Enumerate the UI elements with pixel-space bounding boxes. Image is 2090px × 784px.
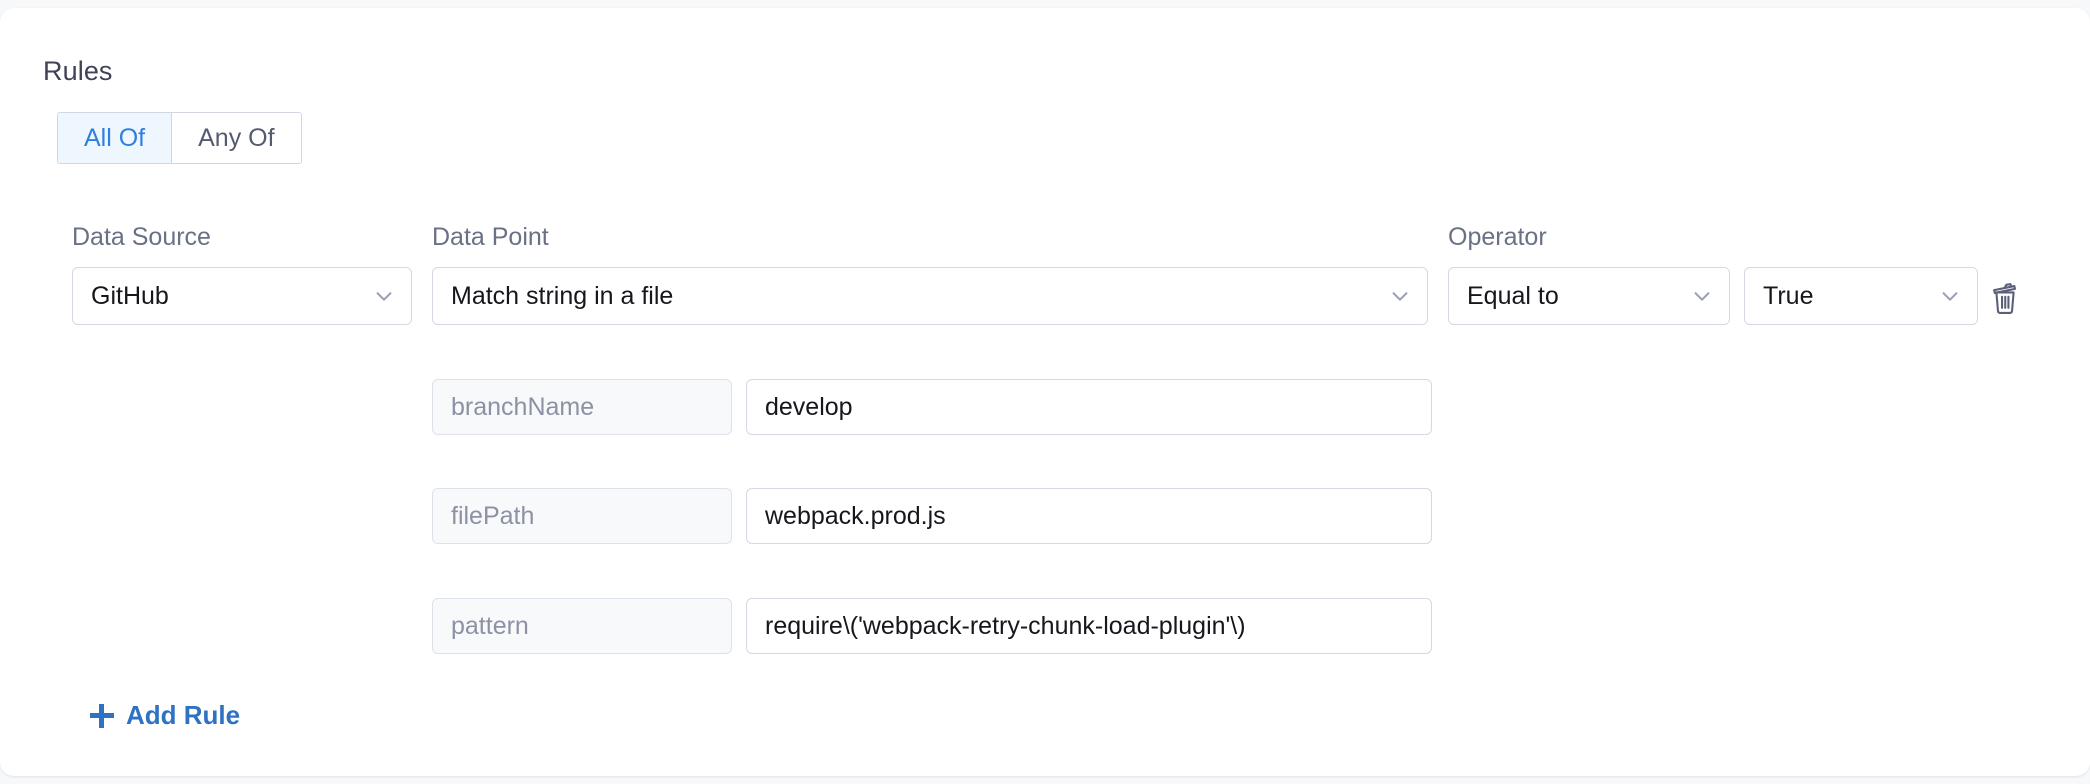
page-title: Rules bbox=[43, 56, 113, 86]
chevron-down-icon bbox=[1691, 285, 1713, 307]
rules-card: Rules All Of Any Of Data Source Data Poi… bbox=[0, 8, 2090, 776]
param-key-1: filePath bbox=[432, 488, 732, 544]
operator-value: Equal to bbox=[1467, 281, 1559, 310]
param-key-2: pattern bbox=[432, 598, 732, 654]
chevron-down-icon bbox=[1939, 285, 1961, 307]
operator-select[interactable]: Equal to bbox=[1448, 267, 1730, 325]
add-rule-label: Add Rule bbox=[126, 700, 241, 730]
param-key-0: branchName bbox=[432, 379, 732, 435]
data-source-column-label: Data Source bbox=[72, 223, 211, 251]
data-source-select[interactable]: GitHub bbox=[72, 267, 412, 325]
segment-all-of[interactable]: All Of bbox=[58, 113, 172, 163]
chevron-down-icon bbox=[373, 285, 395, 307]
segment-any-of[interactable]: Any Of bbox=[171, 113, 301, 163]
param-value-1[interactable]: webpack.prod.js bbox=[746, 488, 1432, 544]
param-value-2[interactable]: require\('webpack-retry-chunk-load-plugi… bbox=[746, 598, 1432, 654]
chevron-down-icon bbox=[1389, 285, 1411, 307]
match-mode-segmented-control[interactable]: All Of Any Of bbox=[57, 112, 302, 164]
param-value-0[interactable]: develop bbox=[746, 379, 1432, 435]
plus-icon bbox=[90, 703, 114, 728]
data-point-value: Match string in a file bbox=[451, 281, 674, 310]
add-rule-button[interactable]: Add Rule bbox=[90, 700, 240, 731]
data-source-value: GitHub bbox=[91, 281, 169, 310]
operator-column-label: Operator bbox=[1448, 223, 1547, 251]
data-point-column-label: Data Point bbox=[432, 223, 549, 251]
trash-icon bbox=[1993, 283, 2017, 314]
boolean-value: True bbox=[1763, 281, 1814, 310]
delete-rule-button[interactable] bbox=[1985, 278, 2025, 318]
data-point-select[interactable]: Match string in a file bbox=[432, 267, 1428, 325]
boolean-value-select[interactable]: True bbox=[1744, 267, 1978, 325]
